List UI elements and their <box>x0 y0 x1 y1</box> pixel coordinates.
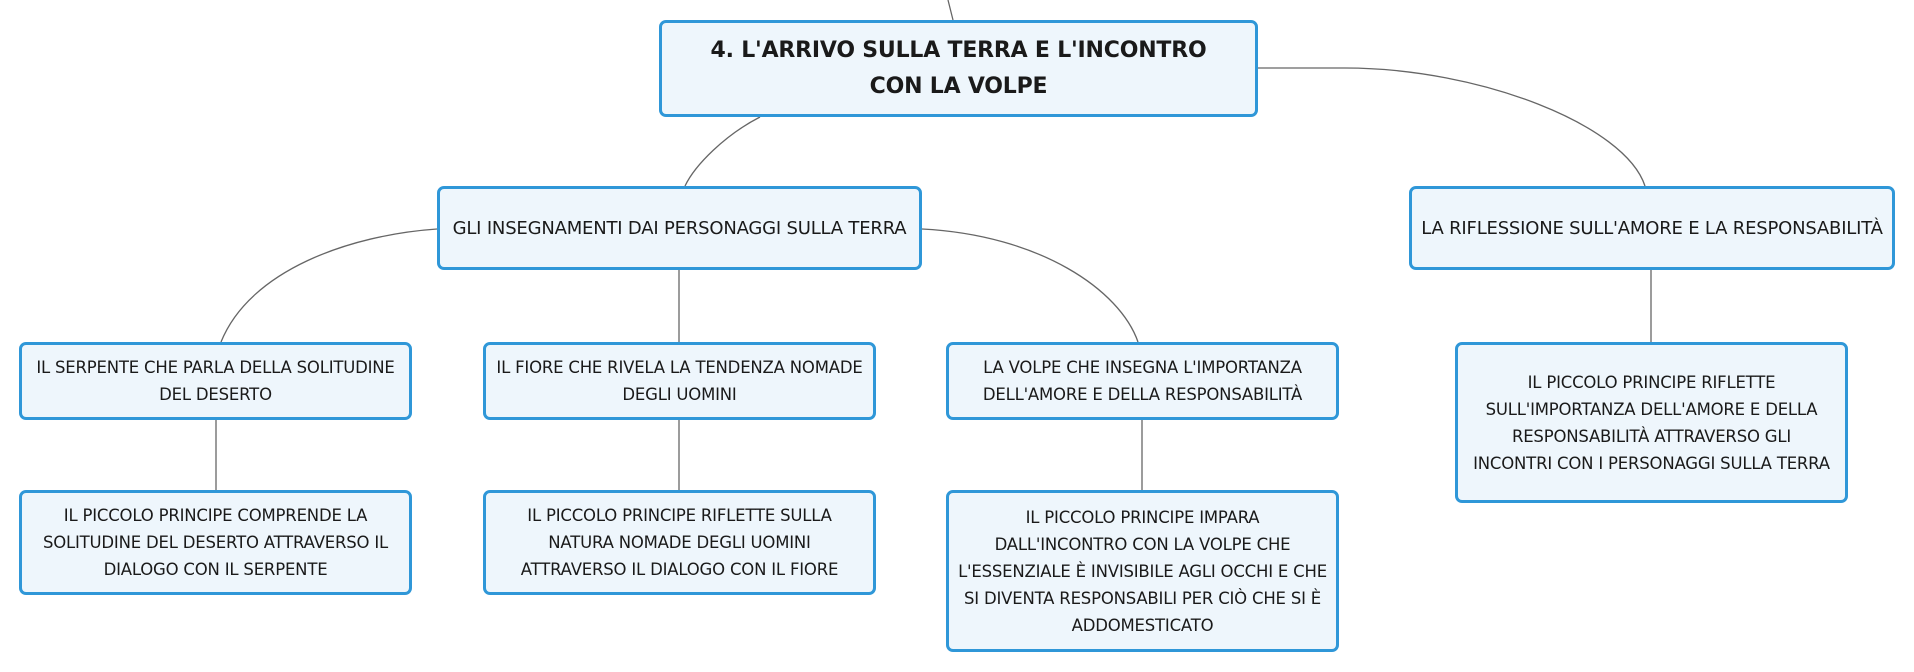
branch-node-riflessione[interactable]: LA RIFLESSIONE SULL'AMORE E LA RESPONSAB… <box>1409 186 1895 270</box>
topic-label: IL PICCOLO PRINCIPE RIFLETTE SULL'IMPORT… <box>1473 372 1830 473</box>
topic-label: IL FIORE CHE RIVELA LA TENDENZA NOMADE D… <box>496 358 863 404</box>
detail-node-volpe[interactable]: IL PICCOLO PRINCIPE IMPARA DALL'INCONTRO… <box>946 490 1339 652</box>
topic-label: LA VOLPE CHE INSEGNA L'IMPORTANZA DELL'A… <box>982 358 1303 404</box>
branch-label: LA RIFLESSIONE SULL'AMORE E LA RESPONSAB… <box>1421 217 1883 239</box>
topic-node-volpe[interactable]: LA VOLPE CHE INSEGNA L'IMPORTANZA DELL'A… <box>946 342 1339 420</box>
topic-node-serpente[interactable]: IL SERPENTE CHE PARLA DELLA SOLITUDINE D… <box>19 342 412 420</box>
detail-label: IL PICCOLO PRINCIPE COMPRENDE LA SOLITUD… <box>42 506 389 579</box>
branch-label: GLI INSEGNAMENTI DAI PERSONAGGI SULLA TE… <box>452 217 907 239</box>
detail-node-fiore[interactable]: IL PICCOLO PRINCIPE RIFLETTE SULLA NATUR… <box>483 490 876 595</box>
connector-root-to-branch-2 <box>1258 67 1646 187</box>
detail-node-serpente[interactable]: IL PICCOLO PRINCIPE COMPRENDE LA SOLITUD… <box>19 490 412 595</box>
connector-root-to-branch-1 <box>684 116 761 187</box>
branch-node-insegnamenti[interactable]: GLI INSEGNAMENTI DAI PERSONAGGI SULLA TE… <box>437 186 922 270</box>
root-topic-label: 4. L'ARRIVO SULLA TERRA E L'INCONTRO CON… <box>710 37 1207 99</box>
connector-parent-to-root <box>947 0 954 21</box>
detail-label: IL PICCOLO PRINCIPE RIFLETTE SULLA NATUR… <box>520 506 839 579</box>
detail-label: IL PICCOLO PRINCIPE IMPARA DALL'INCONTRO… <box>958 507 1327 635</box>
connector-branch-1-to-leaf-3 <box>921 228 1139 343</box>
topic-label: IL SERPENTE CHE PARLA DELLA SOLITUDINE D… <box>36 358 395 404</box>
topic-node-fiore[interactable]: IL FIORE CHE RIVELA LA TENDENZA NOMADE D… <box>483 342 876 420</box>
connector-branch-1-to-leaf-1 <box>220 228 438 343</box>
root-topic-node[interactable]: 4. L'ARRIVO SULLA TERRA E L'INCONTRO CON… <box>659 20 1258 117</box>
topic-node-riflessione-detail[interactable]: IL PICCOLO PRINCIPE RIFLETTE SULL'IMPORT… <box>1455 342 1848 503</box>
